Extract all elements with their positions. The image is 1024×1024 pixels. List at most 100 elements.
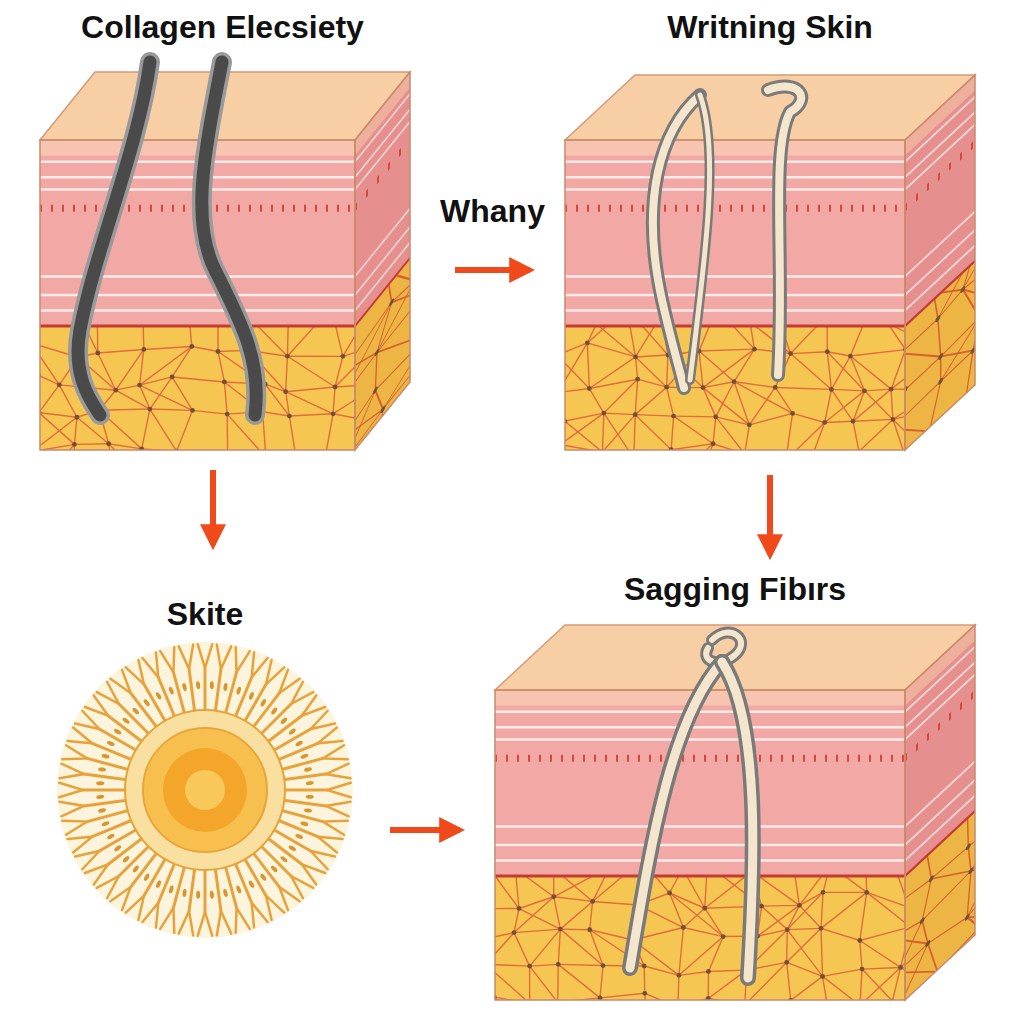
fat-fiber	[703, 382, 734, 388]
sun-ray-fork	[217, 911, 231, 936]
fat-fiber	[941, 327, 973, 381]
sun-speck	[122, 717, 131, 725]
fat-fiber	[967, 861, 975, 917]
sun-symbol: Skite	[50, 595, 360, 945]
fat-fiber	[787, 892, 823, 929]
fat-fiber	[867, 892, 905, 927]
fat-cell	[898, 965, 903, 970]
fat-cell	[785, 927, 790, 932]
fat-fiber	[713, 444, 745, 450]
fat-fiber	[593, 901, 638, 905]
fat-cell	[141, 347, 146, 352]
fat-fiber	[172, 377, 192, 410]
fat-fiber	[627, 326, 668, 355]
fat-cell	[587, 386, 592, 391]
fat-fiber	[587, 343, 589, 389]
fat-fiber	[821, 892, 867, 928]
fat-fiber	[827, 326, 828, 352]
fat-cell	[864, 890, 869, 895]
dermis-layer	[905, 75, 975, 450]
fat-fiber	[554, 897, 593, 902]
fat-fiber	[636, 355, 668, 357]
tissue-stripe	[565, 309, 905, 312]
fat-fiber	[587, 326, 626, 343]
fat-cell	[851, 419, 856, 424]
sun-speck	[155, 691, 162, 700]
fat-fiber	[189, 326, 192, 346]
sun-speck	[223, 889, 229, 898]
collagen-fiber	[690, 95, 710, 380]
sun-ray-fork	[326, 802, 351, 816]
fat-fiber	[734, 382, 792, 414]
fat-fiber	[799, 905, 821, 928]
sun-ray-fork	[236, 647, 250, 672]
fat-cell	[585, 341, 590, 346]
fat-fiber	[786, 422, 825, 450]
fat-fiber	[892, 967, 900, 1000]
fat-fiber	[891, 389, 893, 419]
fat-fiber	[893, 389, 905, 419]
sun-speck	[300, 753, 309, 760]
fat-fiber	[705, 876, 708, 908]
fat-fiber	[860, 927, 905, 941]
fat-fiber	[671, 416, 673, 450]
sun-ray-fork	[142, 903, 158, 928]
fat-cell	[752, 347, 757, 352]
fat-fiber	[150, 409, 193, 410]
fat-fiber	[217, 326, 218, 351]
fat-fiber	[757, 930, 787, 937]
fat-cell	[965, 913, 970, 922]
fat-fiber	[860, 940, 862, 969]
fat-fiber	[40, 343, 59, 385]
fat-fiber	[823, 892, 867, 893]
fat-fiber	[287, 326, 289, 356]
sun-speck	[143, 698, 151, 707]
fat-cell	[373, 385, 378, 396]
collagen-fiber	[630, 662, 722, 968]
sun-speck	[155, 880, 162, 889]
fat-cell	[797, 903, 802, 908]
fat-fiber	[713, 417, 716, 444]
fat-fiber	[745, 425, 750, 450]
fat-fiber	[667, 387, 674, 416]
fat-fiber	[825, 421, 853, 422]
fat-fiber	[565, 388, 589, 392]
fat-fiber	[144, 346, 192, 349]
tissue-stripe	[355, 122, 410, 190]
sun-speck	[196, 891, 200, 899]
fat-fiber	[142, 409, 150, 449]
sun-ray-fork	[85, 864, 108, 884]
fat-fiber	[375, 352, 377, 390]
fat-fiber	[596, 326, 635, 357]
fat-cell	[968, 866, 973, 875]
fat-cell	[860, 967, 865, 972]
fat-fiber	[355, 302, 392, 401]
sun-glow	[57, 642, 353, 938]
skin-block	[543, 33, 1021, 511]
fat-cell	[732, 379, 737, 384]
layer-boundary	[905, 811, 975, 876]
tissue-stripe	[905, 230, 975, 295]
fat-fiber	[940, 974, 973, 1000]
fat-fiber	[289, 416, 295, 450]
sun-ray-fork	[311, 851, 335, 869]
sun-speck	[248, 880, 255, 889]
block-heading: Sagging Fibırs	[490, 570, 980, 608]
fat-cell	[920, 916, 925, 925]
fat-cell	[936, 314, 941, 323]
front-face	[482, 690, 953, 1024]
sun-ray-fork	[62, 821, 87, 835]
fat-fiber	[40, 413, 77, 418]
fat-fiber	[519, 897, 554, 909]
dermis-layer	[355, 72, 410, 450]
fat-fiber	[827, 352, 864, 391]
fat-fiber	[514, 933, 530, 967]
fat-fiber	[683, 928, 723, 937]
fat-fiber	[891, 350, 905, 389]
sun-ray-fork	[252, 903, 268, 928]
fat-fiber	[172, 377, 224, 382]
sun-speck	[280, 717, 288, 725]
fat-fiber	[116, 390, 150, 409]
fat-network	[355, 258, 410, 450]
